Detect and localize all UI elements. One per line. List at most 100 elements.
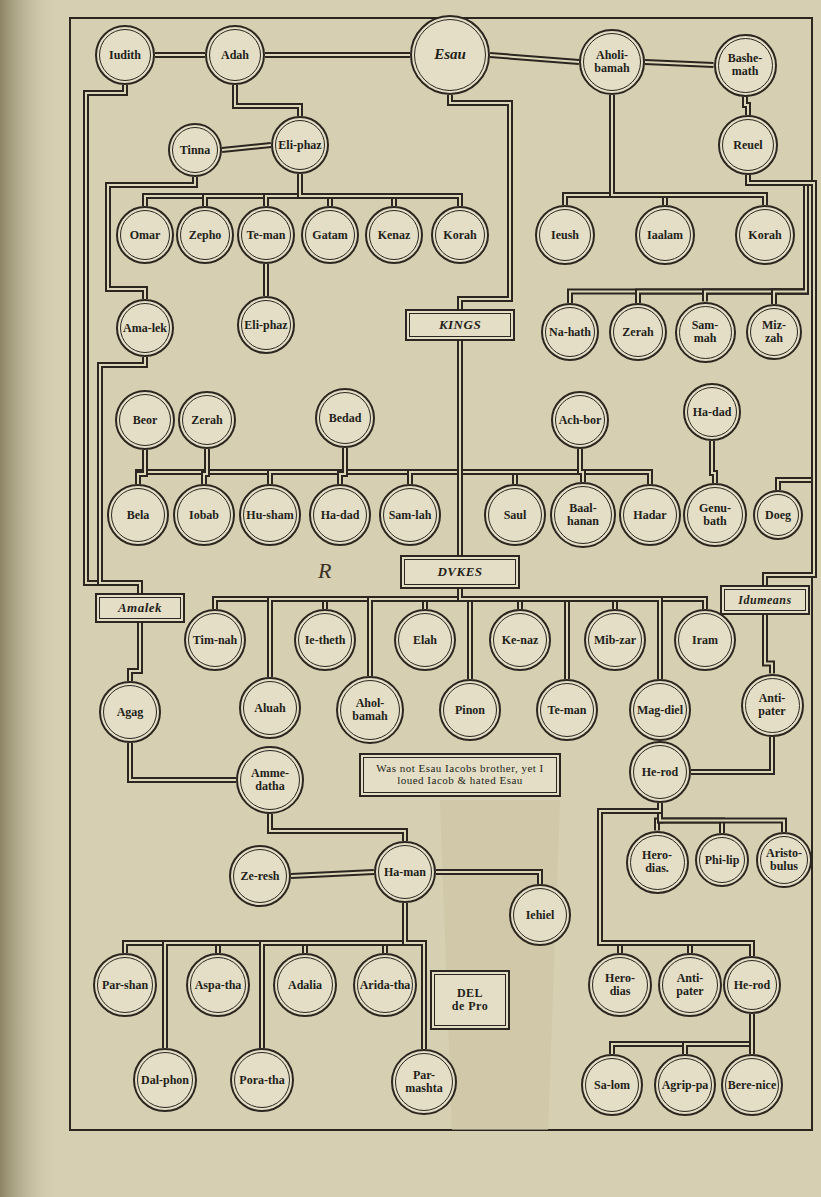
person-circle: Aristo-bulus (756, 832, 812, 888)
lineage-line (565, 95, 612, 205)
outer-ring (551, 483, 615, 547)
outer-ring (274, 954, 336, 1016)
pipe-outer (130, 623, 140, 681)
pipe-inner (340, 448, 345, 484)
lineage-line (266, 174, 300, 206)
outer-ring (240, 485, 300, 545)
node-text: He-rod (642, 766, 678, 779)
inner-ring (761, 837, 808, 884)
inner-ring (370, 211, 419, 260)
outer-ring (432, 207, 488, 263)
person-circle: Agag (99, 681, 161, 743)
outer-ring (100, 682, 160, 742)
inner-ring (138, 1053, 193, 1108)
pipe-outer (570, 175, 806, 303)
person-circle: Anti-pater (658, 953, 722, 1017)
pipe-inner (460, 589, 660, 679)
person-circle: Eli-phaz (271, 116, 329, 174)
outer-ring (610, 304, 666, 360)
node-text: Iaalam (647, 229, 683, 242)
pipe-inner (745, 97, 748, 116)
outer-ring (134, 1049, 196, 1111)
banner-box: KINGS (405, 309, 515, 341)
pipe-inner (270, 589, 460, 677)
node-text: Eli-phaz (244, 319, 287, 332)
lineage-line (450, 95, 510, 309)
person-circle: Pinon (439, 679, 501, 741)
person-circle: Adah (205, 25, 265, 85)
pipe-inner (570, 175, 806, 303)
outer-ring (724, 957, 780, 1013)
pipe-inner (436, 872, 540, 884)
node-text: Omar (130, 229, 161, 242)
inner-ring (624, 489, 677, 542)
lineage-line (300, 174, 460, 206)
pipe-outer (410, 341, 460, 484)
inner-ring (341, 681, 400, 740)
person-circle: Sam-lah (379, 484, 441, 546)
inner-ring (726, 1059, 779, 1112)
outer-ring (620, 485, 680, 545)
node-text: Hero-dias. (633, 849, 681, 874)
outer-ring (108, 485, 168, 545)
person-circle: Bedad (315, 388, 375, 448)
pipe-outer (291, 872, 374, 876)
inner-ring (584, 34, 641, 91)
pipe-inner (291, 872, 374, 876)
person-circle: Ha-man (374, 841, 436, 903)
person-circle: Ach-bor (551, 391, 609, 449)
pipe-inner (235, 85, 300, 116)
node-text: Sam-lah (389, 509, 432, 522)
inner-ring (121, 304, 170, 353)
inner-ring (546, 308, 595, 357)
inner-ring (541, 684, 594, 737)
inner-ring (242, 211, 291, 260)
node-text: Was not Esau Iacobs brother, yet I loued… (370, 763, 550, 786)
outer-ring (747, 305, 801, 359)
pipe-inner (270, 814, 405, 841)
banner-box: Idumeans (720, 585, 810, 615)
pipe-inner (145, 174, 300, 206)
inner-ring (555, 487, 612, 544)
outer-ring (411, 16, 489, 94)
person-circle: Esau (410, 15, 490, 95)
node-text: Tim-nah (193, 634, 237, 647)
pipe-outer (749, 1014, 755, 1054)
person-circle: Korah (431, 206, 489, 264)
pipe-outer (580, 449, 583, 482)
node-text: Bela (127, 509, 150, 522)
pipe-outer (712, 441, 715, 483)
inner-ring (751, 309, 798, 356)
lineage-line (691, 737, 772, 773)
person-circle: Agrip-pa (654, 1054, 716, 1116)
node-text: Amalek (118, 601, 162, 615)
pipe-outer (565, 95, 612, 205)
person-circle: Phi-lip (695, 833, 749, 887)
lineage-line (410, 341, 460, 484)
person-circle: Par-mashta (391, 1049, 457, 1115)
inner-ring (630, 835, 684, 889)
node-text: Na-hath (549, 326, 591, 339)
inner-ring (242, 301, 291, 350)
lineage-line (291, 872, 374, 876)
inner-ring (700, 838, 745, 883)
node-text: Adah (221, 49, 249, 62)
pipe-outer (612, 1014, 752, 1054)
outer-ring (96, 26, 154, 84)
person-circle: Iudith (95, 25, 155, 85)
outer-ring (536, 206, 594, 264)
outer-ring (580, 30, 644, 94)
pipe-inner (266, 174, 300, 206)
outer-ring (754, 491, 802, 539)
pipe-inner (691, 737, 772, 773)
inner-ring (112, 489, 165, 542)
lineage-line (340, 448, 345, 484)
pipe-outer (300, 174, 460, 206)
node-text: Ha-dad (321, 509, 360, 522)
person-circle: Pora-tha (230, 1048, 294, 1112)
lineage-line (748, 175, 814, 585)
lineage-line (300, 174, 330, 206)
person-circle: Gatam (301, 206, 359, 264)
pipe-inner (600, 803, 752, 956)
lineage-line (685, 1014, 752, 1054)
